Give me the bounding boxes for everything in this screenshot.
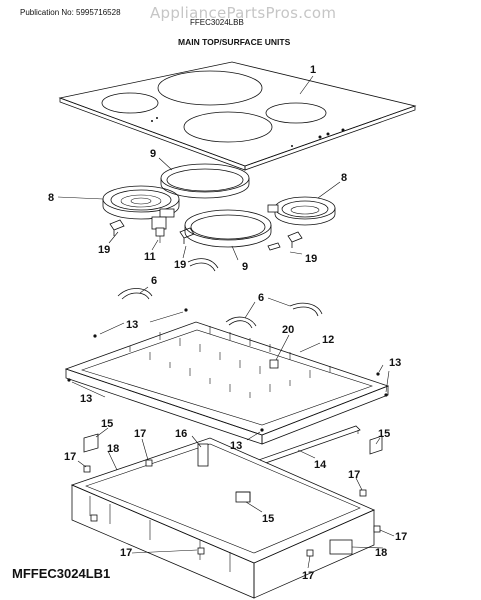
callout-9[interactable]: 9 xyxy=(242,261,248,273)
limiter-switch[interactable] xyxy=(151,216,167,243)
callout-13[interactable]: 13 xyxy=(389,357,401,369)
radiant-element-right[interactable] xyxy=(267,196,336,226)
callout-16[interactable]: 16 xyxy=(175,428,187,440)
callout-18[interactable]: 18 xyxy=(375,547,387,559)
section-title: MAIN TOP/SURFACE UNITS xyxy=(178,37,291,47)
glass-cooktop[interactable] xyxy=(58,61,417,171)
callout-19[interactable]: 19 xyxy=(174,259,186,271)
radiant-element-left[interactable] xyxy=(102,185,180,220)
callout-17[interactable]: 17 xyxy=(64,451,76,463)
mounting-bracket[interactable] xyxy=(83,433,383,502)
callout-17[interactable]: 17 xyxy=(134,428,146,440)
main-top-frame[interactable] xyxy=(64,321,390,445)
element-bracket[interactable] xyxy=(109,219,303,251)
callout-8[interactable]: 8 xyxy=(48,192,54,204)
callout-6[interactable]: 6 xyxy=(258,292,264,304)
callout-12[interactable]: 12 xyxy=(322,334,334,346)
callout-17[interactable]: 17 xyxy=(395,531,407,543)
callout-15[interactable]: 15 xyxy=(262,513,274,525)
callout-13[interactable]: 13 xyxy=(126,319,138,331)
callout-14[interactable]: 14 xyxy=(314,459,327,471)
wire-clip[interactable] xyxy=(117,258,323,329)
callout-20[interactable]: 20 xyxy=(282,324,294,336)
callout-19[interactable]: 19 xyxy=(305,253,317,265)
callout-18[interactable]: 18 xyxy=(107,443,119,455)
callout-15[interactable]: 15 xyxy=(101,418,113,430)
watermark: AppliancePartsPros.com xyxy=(150,4,337,22)
callout-13[interactable]: 13 xyxy=(80,393,92,405)
callout-1[interactable]: 1 xyxy=(310,64,316,76)
callout-19[interactable]: 19 xyxy=(98,244,110,256)
element-trim-ring-front[interactable] xyxy=(184,209,272,248)
callout-6[interactable]: 6 xyxy=(151,275,157,287)
callout-17[interactable]: 17 xyxy=(120,547,132,559)
callout-17[interactable]: 17 xyxy=(302,570,314,582)
model-number: FFEC3024LBB xyxy=(190,18,244,27)
callout-13[interactable]: 13 xyxy=(230,440,242,452)
retaining-clip[interactable] xyxy=(83,459,381,557)
callout-8[interactable]: 8 xyxy=(341,172,347,184)
publication-number: Publication No: 5995716528 xyxy=(20,8,121,17)
callout-17[interactable]: 17 xyxy=(348,469,360,481)
diagram-code: MFFEC3024LB1 xyxy=(12,566,111,581)
callout-9[interactable]: 9 xyxy=(150,148,156,160)
lower-chassis-box[interactable] xyxy=(70,437,375,599)
screw[interactable] xyxy=(67,308,388,432)
callout-15[interactable]: 15 xyxy=(378,428,390,440)
callout-11[interactable]: 11 xyxy=(144,251,156,263)
